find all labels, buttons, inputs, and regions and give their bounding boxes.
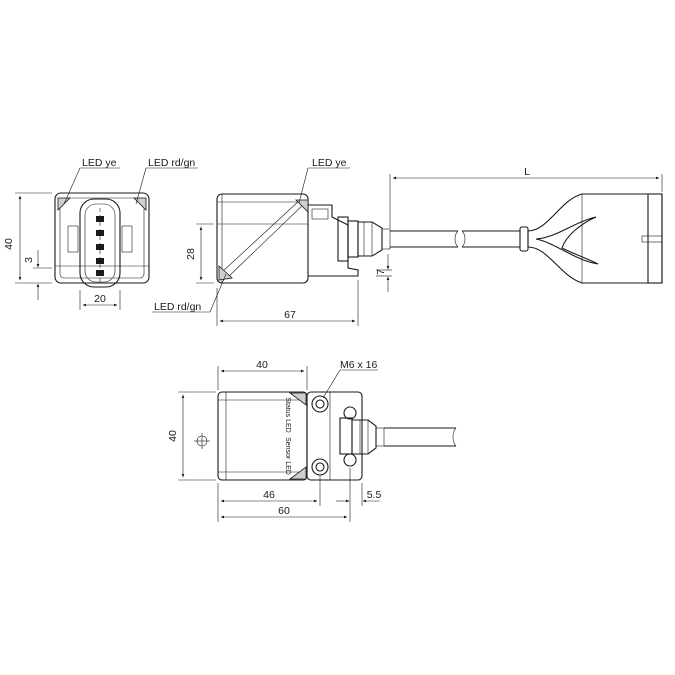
label-sensor-led: Sensor LED (284, 437, 291, 475)
dim-front-height: 40 (3, 238, 15, 250)
label-led-rdgn-side: LED rd/gn (154, 301, 201, 313)
front-dimensions (15, 167, 198, 310)
side-dimensions (152, 167, 663, 326)
led-rdgn-side-marker (218, 265, 233, 281)
led-ye-front-marker (57, 197, 71, 211)
dim-top-offset: 5.5 (367, 489, 382, 501)
label-screw: M6 x 16 (340, 359, 378, 371)
dim-top-len60: 60 (278, 505, 290, 517)
front-view (54, 192, 150, 288)
dim-front-width: 20 (94, 293, 106, 305)
crosshair-icon (194, 433, 210, 449)
dim-front-offset: 3 (23, 257, 35, 263)
dim-top-len46: 46 (263, 489, 275, 501)
top-dimensions (178, 366, 380, 522)
dim-side-height: 28 (185, 248, 197, 260)
dim-side-length: 67 (284, 309, 296, 321)
dim-cable-length: L (524, 166, 530, 178)
side-view (216, 193, 663, 284)
label-led-ye-side: LED ye (312, 157, 347, 169)
label-status-led: Status LED (284, 397, 291, 432)
dim-top-width: 40 (256, 359, 268, 371)
dim-side-offset: 7 (375, 269, 387, 275)
label-led-rdgn-front: LED rd/gn (148, 157, 195, 169)
label-led-ye-front: LED ye (82, 157, 117, 169)
dim-top-height: 40 (167, 430, 179, 442)
top-view (194, 391, 457, 481)
led-rdgn-front-marker (133, 197, 147, 211)
